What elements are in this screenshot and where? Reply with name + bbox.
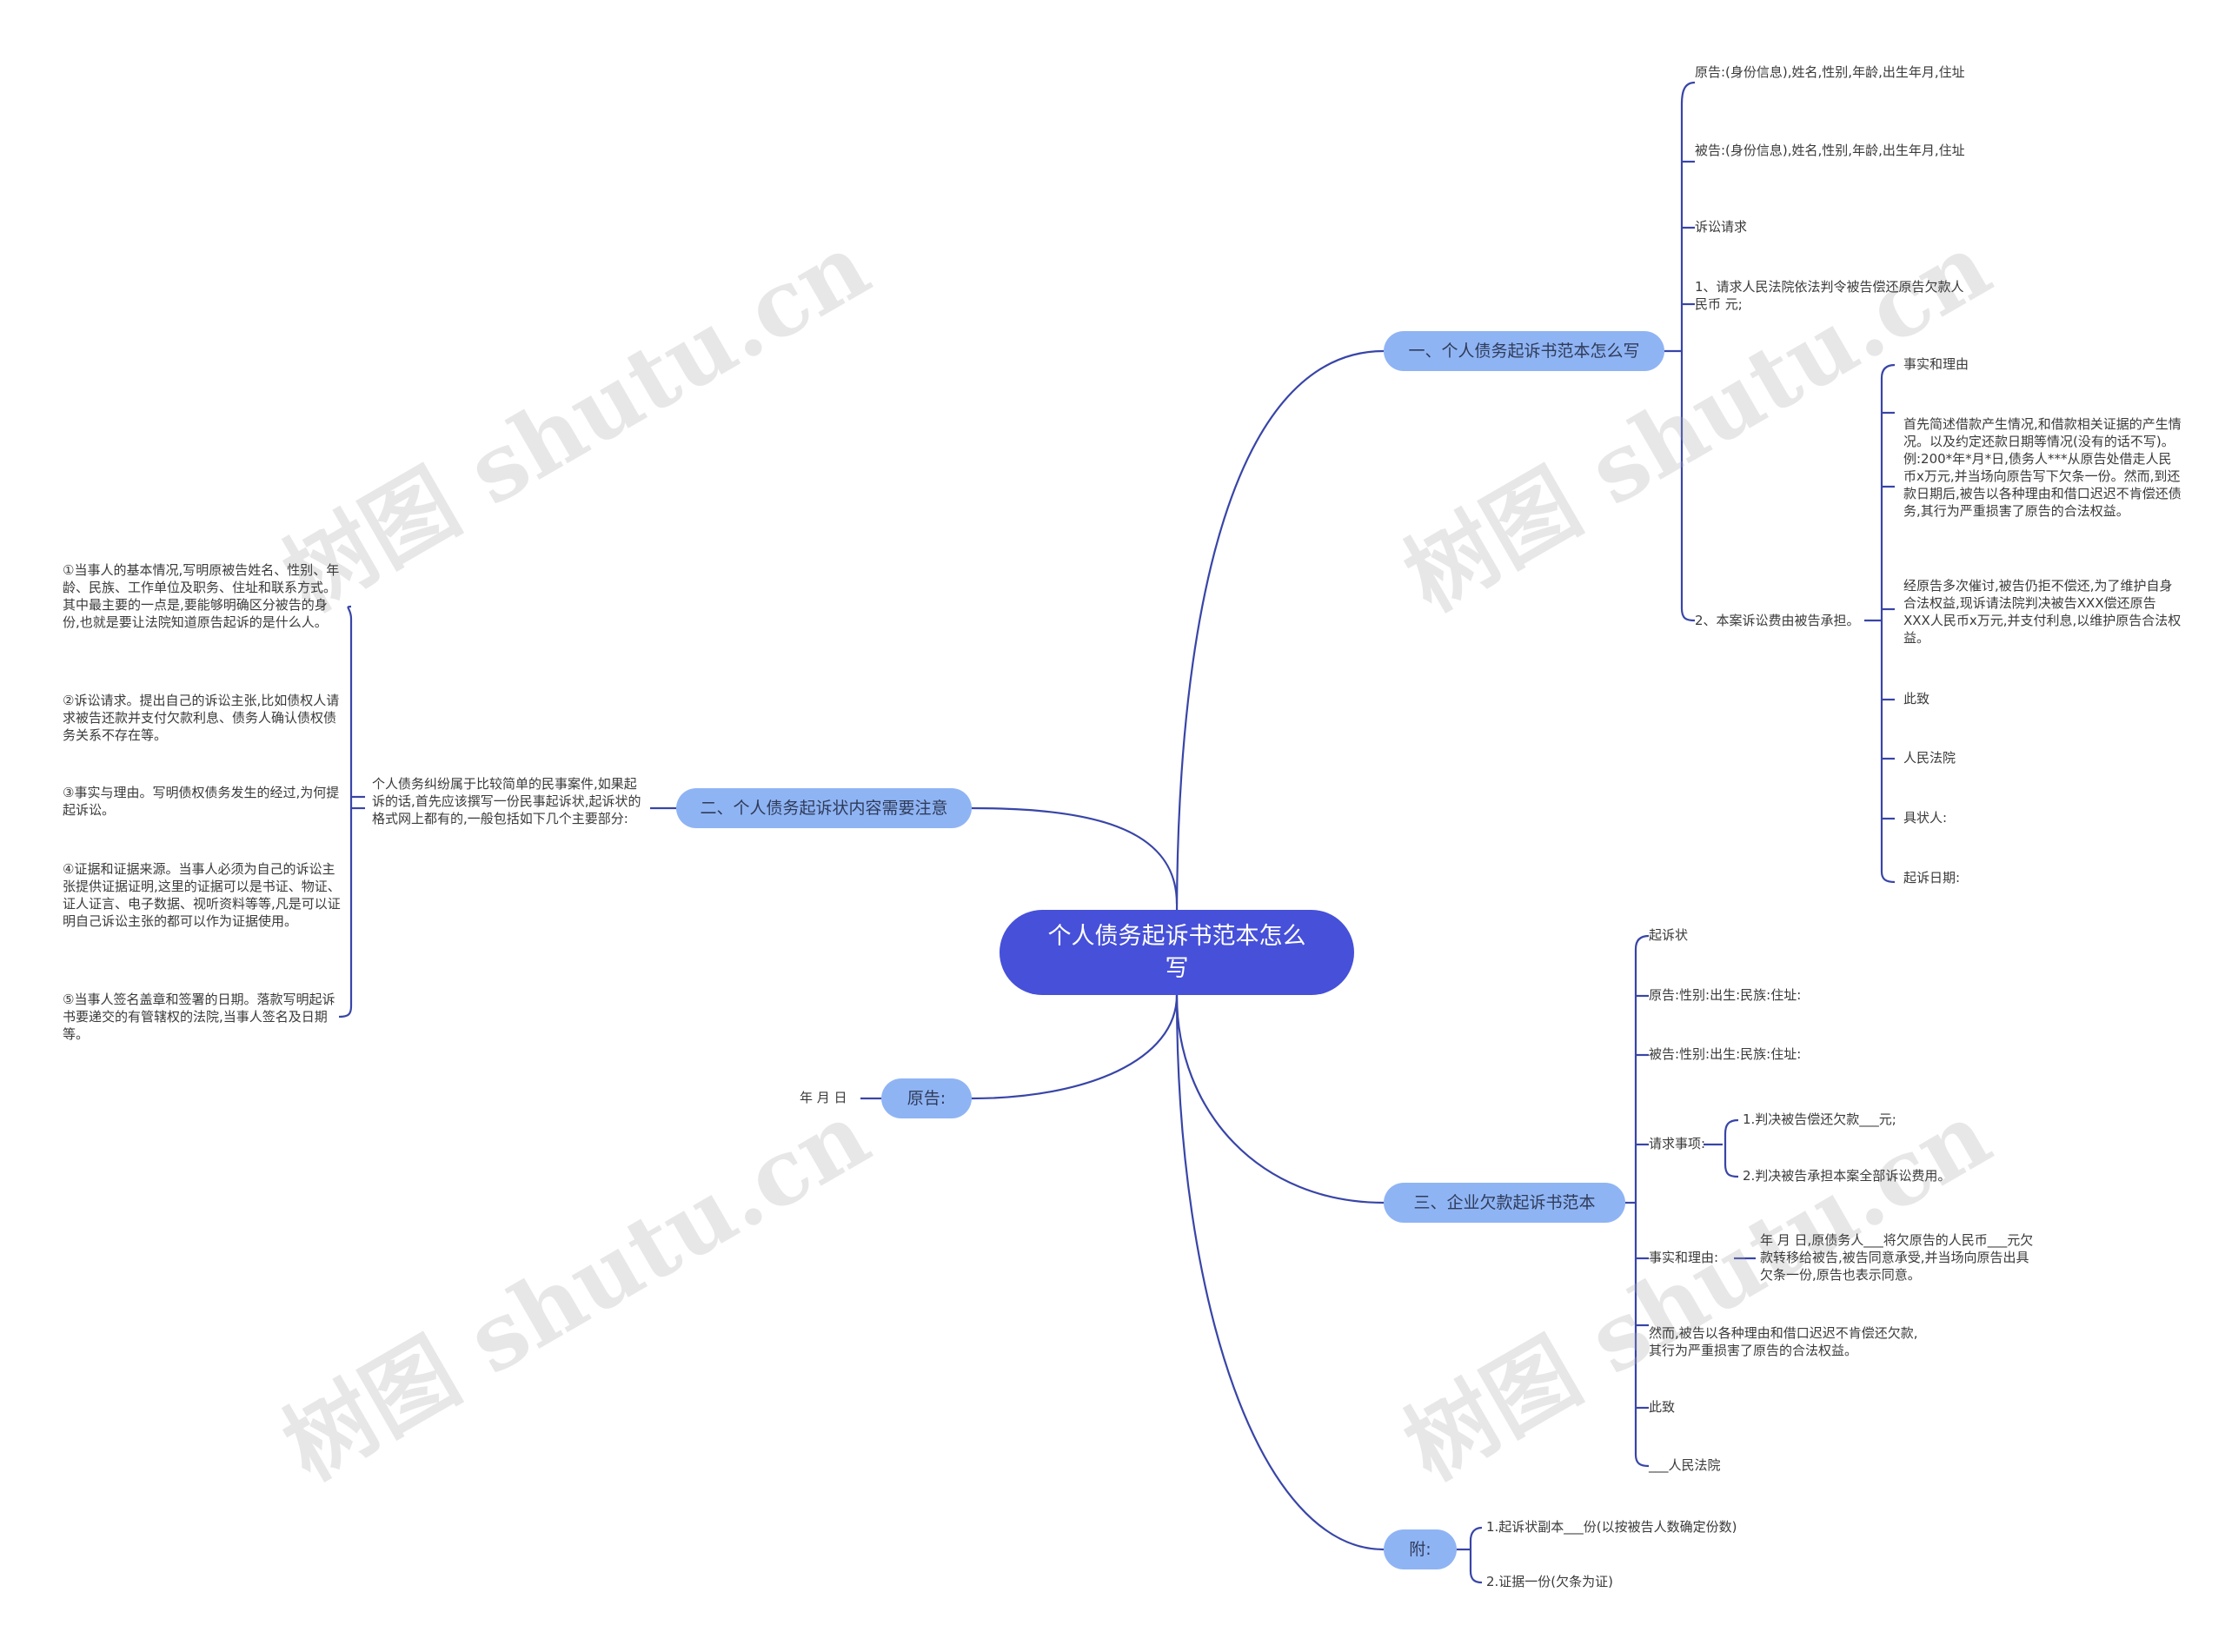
leaf-enterprise-plaintiff: 原告:性别:出生:民族:住址: [1649, 987, 1802, 1003]
leaf-note-2: ②诉讼请求。提出自己的诉讼主张,比如债权人请求被告还款并支付欠款利息、债务人确认… [63, 693, 340, 743]
branch-how-to-write[interactable]: 一、个人债务起诉书范本怎么写 [1384, 331, 1664, 371]
leaf-claims: 诉讼请求 [1695, 219, 1748, 235]
leaf-note-1: ①当事人的基本情况,写明原被告姓名、性别、年龄、民族、工作单位及职务、住址和联系… [63, 562, 340, 630]
root-topic[interactable]: 个人债务起诉书范本怎么写 [1000, 910, 1354, 995]
leaf-facts-1: 首先简述借款产生情况,和借款相关证据的产生情况。以及约定还款日期等情况(没有的话… [1903, 416, 2182, 519]
branch-appendix[interactable]: 附: [1384, 1529, 1457, 1569]
leaf-plaintiff-date: 年 月 日 [800, 1090, 847, 1105]
leaf-requests: 请求事项: [1649, 1136, 1706, 1151]
leaf-enterprise-to: 此致 [1649, 1399, 1676, 1415]
leaf-to: 此致 [1903, 691, 1930, 707]
leaf-enterprise-facts-detail: 年 月 日,原债务人___将欠原告的人民币___元欠款转移给被告,被告同意承受,… [1760, 1232, 2034, 1283]
leaf-defendant-info: 被告:(身份信息),姓名,性别,年龄,出生年月,住址 [1695, 143, 1965, 158]
leaf-note-3: ③事实与理由。写明债权债务发生的经过,为何提起诉讼。 [63, 785, 340, 818]
leaf-appendix-1: 1.起诉状副本___份(以按被告人数确定份数) [1486, 1519, 1737, 1535]
leaf-claim-1: 1、请求人民法院依法判令被告偿还原告欠款人民币 元; [1695, 279, 1964, 312]
leaf-court: 人民法院 [1903, 750, 1956, 766]
leaf-enterprise-defendant: 被告:性别:出生:民族:住址: [1649, 1046, 1802, 1062]
leaf-plaintiff-info: 原告:(身份信息),姓名,性别,年龄,出生年月,住址 [1695, 64, 1965, 80]
leaf-filing-date: 起诉日期: [1903, 870, 1961, 886]
leaf-claim-2: 2、本案诉讼费由被告承担。 [1695, 613, 1860, 628]
branch-notes[interactable]: 二、个人债务起诉状内容需要注意 [676, 788, 972, 828]
leaf-appendix-2: 2.证据一份(欠条为证) [1486, 1574, 1614, 1589]
branch-enterprise[interactable]: 三、企业欠款起诉书范本 [1384, 1183, 1625, 1223]
leaf-note-5: ⑤当事人签名盖章和签署的日期。落款写明起诉书要递交的有管辖权的法院,当事人签名及… [63, 992, 335, 1042]
leaf-however: 然而,被告以各种理由和借口迟迟不肯偿还欠款,其行为严重损害了原告的合法权益。 [1649, 1325, 1918, 1358]
leaf-note-4: ④证据和证据来源。当事人必须为自己的诉讼主张提供证据证明,这里的证据可以是书证、… [63, 861, 341, 929]
leaf-signer: 具状人: [1903, 810, 1948, 826]
leaf-facts-title: 事实和理由 [1903, 356, 1969, 372]
leaf-facts-2: 经原告多次催讨,被告仍拒不偿还,为了维护自身合法权益,现诉请法院判决被告XXX偿… [1903, 578, 2182, 646]
leaf-request-2: 2.判决被告承担本案全部诉讼费用。 [1743, 1168, 1951, 1184]
leaf-notes-intro: 个人债务纠纷属于比较简单的民事案件,如果起诉的话,首先应该撰写一份民事起诉状,起… [372, 776, 641, 826]
leaf-enterprise-facts: 事实和理由: [1649, 1250, 1719, 1265]
branch-plaintiff[interactable]: 原告: [881, 1078, 972, 1118]
leaf-enterprise-court: ___人民法院 [1649, 1457, 1721, 1473]
leaf-request-1: 1.判决被告偿还欠款___元; [1743, 1111, 1896, 1127]
leaf-indictment-title: 起诉状 [1649, 927, 1689, 943]
